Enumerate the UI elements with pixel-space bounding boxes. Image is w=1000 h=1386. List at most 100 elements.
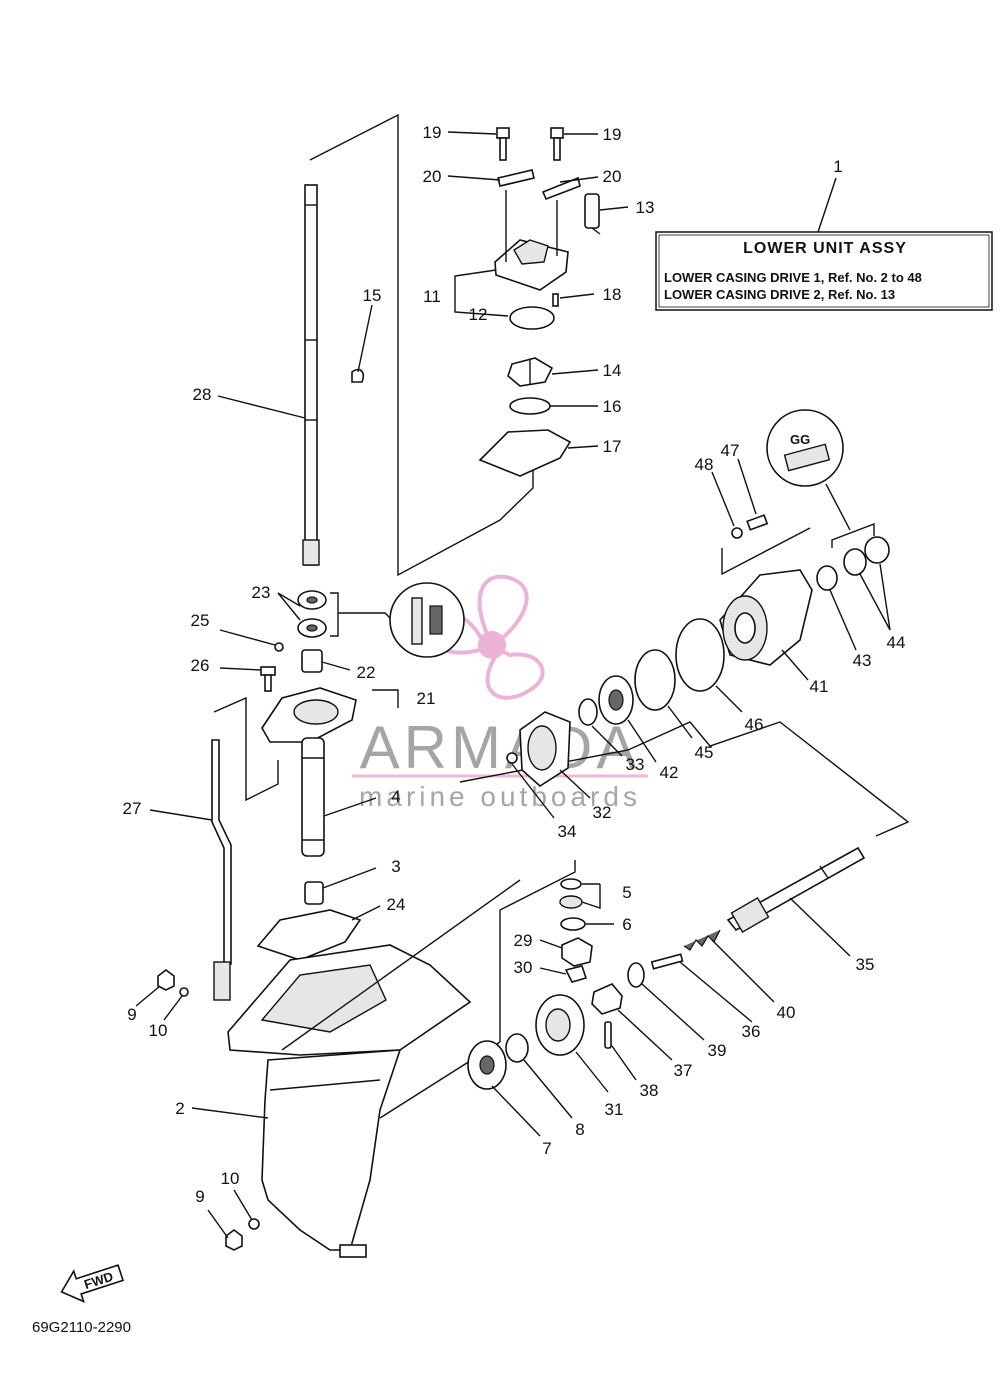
fwd-arrow-icon: FWD (60, 1264, 125, 1303)
callout-19-left: 19 (423, 123, 442, 142)
oil-seal-housing (261, 687, 357, 743)
callout-28: 28 (193, 385, 212, 404)
callout-leaders (135, 131, 891, 1239)
callout-14: 14 (603, 361, 622, 380)
callout-45: 45 (695, 743, 714, 762)
callout-9-upper: 9 (127, 1005, 136, 1024)
shim-6 (560, 917, 586, 931)
plate-right (541, 176, 581, 201)
callout-39: 39 (708, 1041, 727, 1060)
check-ball (274, 642, 284, 652)
callout-35: 35 (856, 955, 875, 974)
info-box-title: LOWER UNIT ASSY (743, 240, 907, 257)
bearing-7 (467, 1040, 507, 1090)
bushing (301, 649, 323, 673)
callout-23: 23 (252, 583, 271, 602)
pinion-gear (561, 937, 593, 967)
callout-38: 38 (640, 1081, 659, 1100)
callout-6: 6 (622, 915, 631, 934)
bolt-47 (746, 514, 769, 531)
bolt-left (496, 127, 510, 161)
callout-43: 43 (853, 651, 872, 670)
callout-7: 7 (542, 1139, 551, 1158)
callout-8: 8 (575, 1120, 584, 1139)
screw-9-upper (157, 969, 175, 991)
callout-22: 22 (357, 663, 376, 682)
callout-30: 30 (514, 958, 533, 977)
svg-text:GG: GG (790, 432, 810, 447)
callout-9-lower: 9 (195, 1187, 204, 1206)
info-box-line-2: LOWER CASING DRIVE 2, Ref. No. 13 (664, 287, 895, 302)
forward-gear (519, 711, 571, 788)
woodruff-key (351, 368, 365, 383)
diagram-code: 69G2110-2290 (32, 1319, 131, 1336)
washer-10-upper (179, 987, 189, 997)
o-ring-pump (509, 397, 551, 415)
shaft-group-outline (309, 113, 534, 577)
watermark-tagline: marine outboards (359, 781, 641, 812)
dowel-pin (552, 293, 559, 307)
callout-42: 42 (660, 763, 679, 782)
callout-4: 4 (391, 787, 400, 806)
screw-26 (260, 666, 276, 692)
shift-rod (211, 739, 232, 1001)
callout-1: 1 (833, 157, 842, 176)
drive-shaft-tube (301, 737, 325, 857)
assembly-info-box: LOWER UNIT ASSY LOWER CASING DRIVE 1, Re… (655, 157, 993, 311)
watermark-brand: ARMADA (360, 714, 641, 781)
shim-8 (505, 1033, 529, 1063)
water-pump-housing (494, 190, 569, 291)
compression-spring (683, 929, 721, 951)
oil-seal-43 (816, 565, 838, 591)
callout-34: 34 (558, 822, 577, 841)
propeller-shaft-housing (719, 569, 813, 666)
spring-ring (627, 962, 645, 988)
nut-30 (564, 965, 588, 983)
cross-pin (604, 1021, 612, 1049)
callout-29: 29 (514, 931, 533, 950)
bolt-right (550, 127, 564, 161)
callout-21: 21 (417, 689, 436, 708)
callout-11: 11 (423, 287, 441, 306)
callout-40: 40 (777, 1003, 796, 1022)
callout-20-right: 20 (603, 167, 622, 186)
callout-27: 27 (123, 799, 142, 818)
callout-10-upper: 10 (149, 1021, 168, 1040)
callout-numbers: 2 3 4 5 6 7 8 9 9 10 10 11 12 13 14 15 1… (123, 123, 906, 1206)
callout-18: 18 (603, 285, 622, 304)
callout-2: 2 (175, 1099, 184, 1118)
water-tube (584, 193, 601, 235)
o-ring-45 (634, 649, 676, 711)
plunger (650, 953, 684, 970)
bearing-42 (598, 675, 634, 725)
callout-17: 17 (603, 437, 622, 456)
callout-31: 31 (605, 1100, 624, 1119)
callout-12: 12 (469, 305, 488, 324)
callout-19-right: 19 (603, 125, 622, 144)
outer-plate-cartridge (478, 429, 572, 477)
sleeve (304, 881, 324, 905)
watermark-logo: ARMADA marine outboards (352, 574, 648, 812)
reverse-gear (535, 994, 585, 1056)
callout-36: 36 (742, 1022, 761, 1041)
callout-33: 33 (626, 755, 645, 774)
callout-15: 15 (363, 286, 382, 305)
plate-left (497, 169, 535, 187)
callout-13: 13 (636, 198, 655, 217)
impeller (507, 357, 554, 387)
callout-37: 37 (674, 1061, 693, 1080)
callout-26: 26 (191, 656, 210, 675)
callout-48: 48 (695, 455, 714, 474)
washer-48 (731, 527, 743, 539)
seal-detail-inset (338, 582, 465, 658)
washer-5a (560, 878, 582, 890)
callout-25: 25 (191, 611, 210, 630)
callout-24: 24 (387, 895, 406, 914)
callout-10-lower: 10 (221, 1169, 240, 1188)
cartridge-insert (509, 306, 555, 330)
callout-41: 41 (810, 677, 829, 696)
oil-seal-44b (864, 536, 890, 564)
screw-9-lower (225, 1229, 243, 1251)
callout-44: 44 (887, 633, 906, 652)
